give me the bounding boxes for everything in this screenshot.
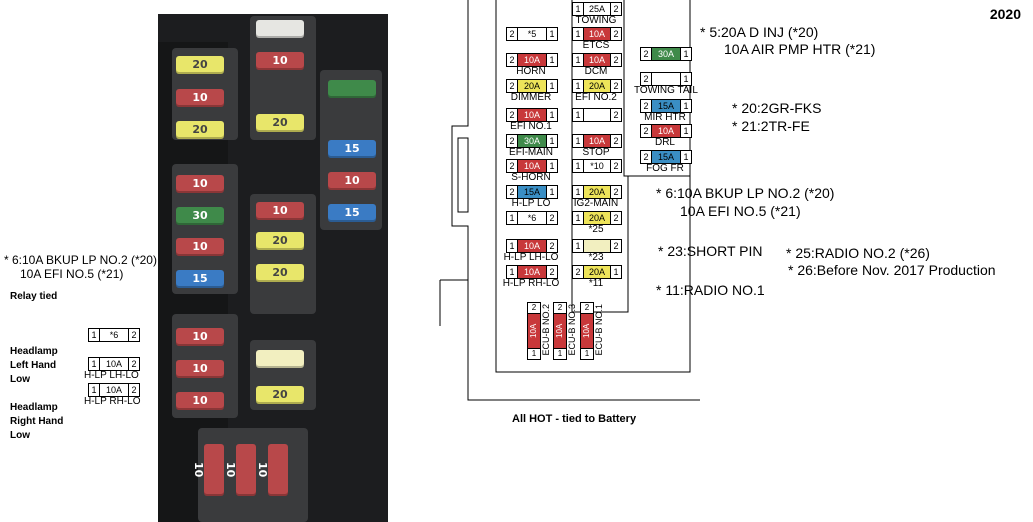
photo-fuse: 20 bbox=[176, 121, 224, 139]
photo-fuse bbox=[256, 20, 304, 38]
diagram-fuse-caption: EFI NO.2 bbox=[575, 92, 617, 103]
photo-fuse: 10 bbox=[176, 360, 224, 378]
photo-fuse: 20 bbox=[176, 56, 224, 74]
diagram-fuse-caption: H-LP LO bbox=[511, 198, 551, 209]
diagram-fuse-caption: H-LP RH-LO bbox=[502, 278, 560, 289]
note-6-line2: 10A EFI NO.5 (*21) bbox=[680, 203, 801, 219]
diagram-fuse-caption: EFI-MAIN bbox=[509, 147, 553, 158]
photo-fuse: 20 bbox=[256, 232, 304, 250]
headlamp-right-label: Headlamp Right Hand Low bbox=[10, 402, 64, 441]
diagram-fuse-caption: DCM bbox=[584, 66, 608, 77]
note-11: * 11:RADIO NO.1 bbox=[656, 282, 765, 298]
note-20: * 20:2GR-FKS bbox=[732, 100, 822, 116]
note-6-line1: * 6:10A BKUP LP NO.2 (*20) bbox=[656, 185, 835, 201]
diagram-fuse-caption: STOP bbox=[582, 147, 610, 158]
diagram-fuse-caption: *25 bbox=[588, 224, 604, 235]
left-note-line1: * 6:10A BKUP LP NO.2 (*20) bbox=[4, 253, 157, 267]
left-note-line2: 10A EFI NO.5 (*21) bbox=[20, 267, 124, 281]
diagram-fuse-caption: MIR HTR bbox=[644, 112, 686, 123]
note-23: * 23:SHORT PIN bbox=[658, 243, 763, 259]
photo-fuse: 20 bbox=[256, 386, 304, 404]
diagram-fuse-caption: S-HORN bbox=[511, 172, 551, 183]
year-label: 2020 bbox=[989, 6, 1021, 22]
diagram-fuse-caption: EFI NO.1 bbox=[510, 121, 552, 132]
photo-fuse: 10 bbox=[176, 238, 224, 256]
left-fuse-caption: H-LP LH-LO bbox=[84, 370, 139, 381]
diagram-fuse-vertical-caption: ECU-B NO.2 bbox=[541, 304, 551, 356]
diagram-fuse-caption: *11 bbox=[588, 278, 604, 289]
photo-fuse: 10 bbox=[176, 89, 224, 107]
photo-fuse: 30 bbox=[176, 207, 224, 225]
photo-fuse: 10 bbox=[328, 172, 376, 190]
photo-fuse: 20 bbox=[256, 114, 304, 132]
diagram-fuse-caption: *23 bbox=[588, 252, 604, 263]
relay-tied-label: Relay tied bbox=[10, 291, 58, 302]
photo-fuse: 10 bbox=[256, 202, 304, 220]
diagram-fuse-caption: TOWING TAIL bbox=[634, 85, 698, 96]
diagram-fuse-caption: DIMMER bbox=[510, 92, 552, 103]
note-5-line2: 10A AIR PMP HTR (*21) bbox=[724, 41, 876, 57]
photo-fuse: 10 bbox=[176, 392, 224, 410]
diagram-fuse-caption: H-LP LH-LO bbox=[503, 252, 559, 263]
photo-fuse bbox=[256, 350, 304, 368]
photo-fuse: 10 bbox=[176, 175, 224, 193]
left-fuse-caption: H-LP RH-LO bbox=[84, 396, 141, 407]
diagram-fuse-caption: ETCS bbox=[582, 40, 610, 51]
note-21: * 21:2TR-FE bbox=[732, 118, 810, 134]
note-5-line1: * 5:20A D INJ (*20) bbox=[700, 24, 819, 40]
photo-fuse: 15 bbox=[176, 270, 224, 288]
diagram-fuse-caption: IG2-MAIN bbox=[573, 198, 619, 209]
diagram-fuse-caption: HORN bbox=[516, 66, 546, 77]
photo-fuse bbox=[328, 80, 376, 98]
note-26: * 26:Before Nov. 2017 Production bbox=[788, 262, 996, 278]
note-25: * 25:RADIO NO.2 (*26) bbox=[786, 245, 930, 261]
photo-fuse: 15 bbox=[328, 204, 376, 222]
photo-fuse: 10 bbox=[176, 328, 224, 346]
photo-fuse: 20 bbox=[256, 264, 304, 282]
photo-fuse: 15 bbox=[328, 140, 376, 158]
all-hot-label: All HOT - tied to Battery bbox=[512, 413, 637, 425]
headlamp-left-label: Headlamp Left Hand Low bbox=[10, 346, 58, 385]
diagram-fuse-caption: FOG FR bbox=[646, 163, 684, 174]
photo-fuses: 20 10 20 10 30 10 15 10 10 10 10 20 10 2… bbox=[160, 14, 388, 522]
diagram-fuse-caption: DRL bbox=[654, 137, 675, 148]
diagram-fuse-caption: TOWING bbox=[575, 15, 617, 26]
diagram-fuse-vertical-caption: ECU-B NO.1 bbox=[594, 304, 604, 356]
photo-fuse: 10 bbox=[256, 52, 304, 70]
diagram-fuse-vertical-caption: ECU-B NO.3 bbox=[567, 304, 577, 356]
